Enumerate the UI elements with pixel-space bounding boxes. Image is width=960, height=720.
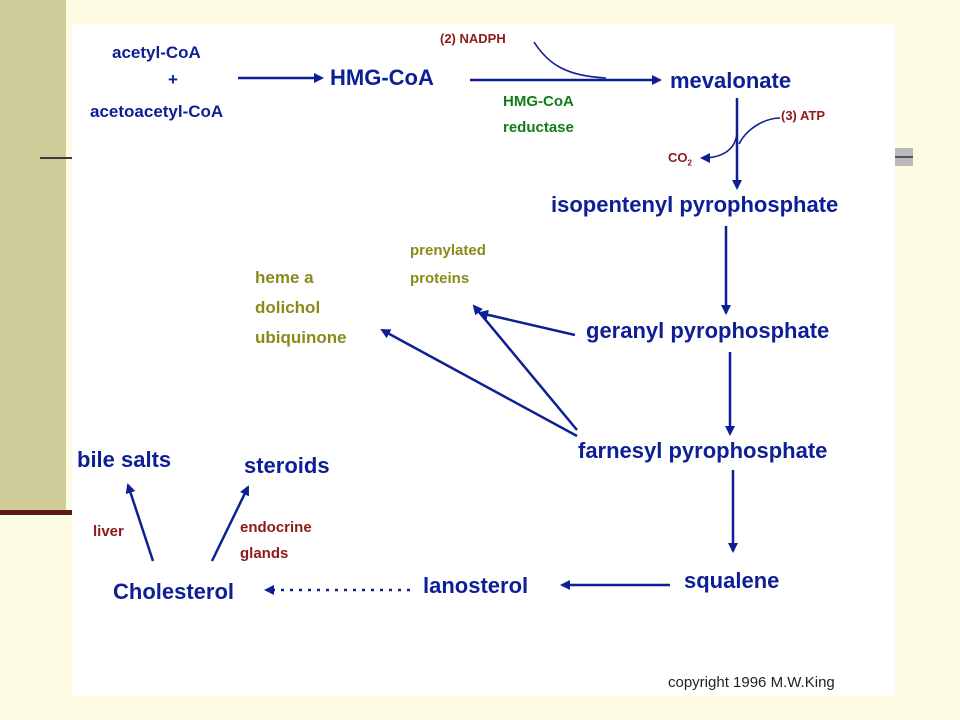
arrow-nadph-curve (533, 41, 607, 79)
node-farnesyl-pyrophosphate: farnesyl pyrophosphate (578, 438, 828, 463)
arrow-atp-curve (738, 117, 781, 145)
arrow-farnesyl-to-side (380, 328, 578, 438)
arrow-cholesterol-to-steroids (210, 485, 250, 562)
node-steroids: steroids (244, 453, 330, 478)
label-enzyme-reductase: reductase (503, 119, 574, 136)
node-bile-salts: bile salts (77, 447, 172, 472)
node-lanosterol: lanosterol (423, 573, 529, 598)
node-squalene: squalene (684, 568, 780, 593)
arrow-co2-curve (700, 131, 738, 163)
label-glands: glands (240, 545, 289, 562)
label-nadph: (2) NADPH (440, 31, 506, 46)
label-enzyme-hmg-coa: HMG-CoA (503, 93, 574, 110)
label-liver: liver (93, 523, 124, 540)
bottom-accent-rule (0, 510, 72, 515)
node-isopentenyl-pyrophosphate: isopentenyl pyrophosphate (551, 192, 839, 217)
arrow-farnesyl-to-prenylated (472, 304, 578, 431)
side-dolichol: dolichol (255, 298, 321, 317)
node-acetoacetyl-coa: acetoacetyl-CoA (90, 102, 224, 121)
node-acetyl-coa: acetyl-CoA (112, 43, 201, 62)
left-divider-line (40, 157, 72, 159)
right-divider-line (895, 156, 913, 158)
side-proteins: proteins (410, 270, 470, 287)
label-atp: (3) ATP (781, 108, 826, 123)
node-hmg-coa: HMG-CoA (330, 65, 434, 90)
side-ubiquinone: ubiquinone (255, 328, 347, 347)
label-co2: CO2 (668, 150, 692, 168)
left-decor-bar (0, 0, 66, 512)
label-co2-subscript: 2 (687, 158, 692, 168)
side-heme-a: heme a (255, 268, 314, 287)
node-cholesterol: Cholesterol (113, 579, 235, 604)
node-mevalonate: mevalonate (670, 68, 792, 93)
diagram-panel (72, 24, 895, 696)
copyright-text: copyright 1996 M.W.King (668, 674, 835, 691)
plus-sign: + (168, 70, 178, 89)
label-endocrine: endocrine (240, 519, 312, 536)
arrow-geranyl-to-prenylated (478, 309, 576, 337)
side-prenylated: prenylated (410, 242, 486, 259)
arrow-cholesterol-to-bile (125, 483, 155, 562)
node-geranyl-pyrophosphate: geranyl pyrophosphate (586, 318, 830, 343)
